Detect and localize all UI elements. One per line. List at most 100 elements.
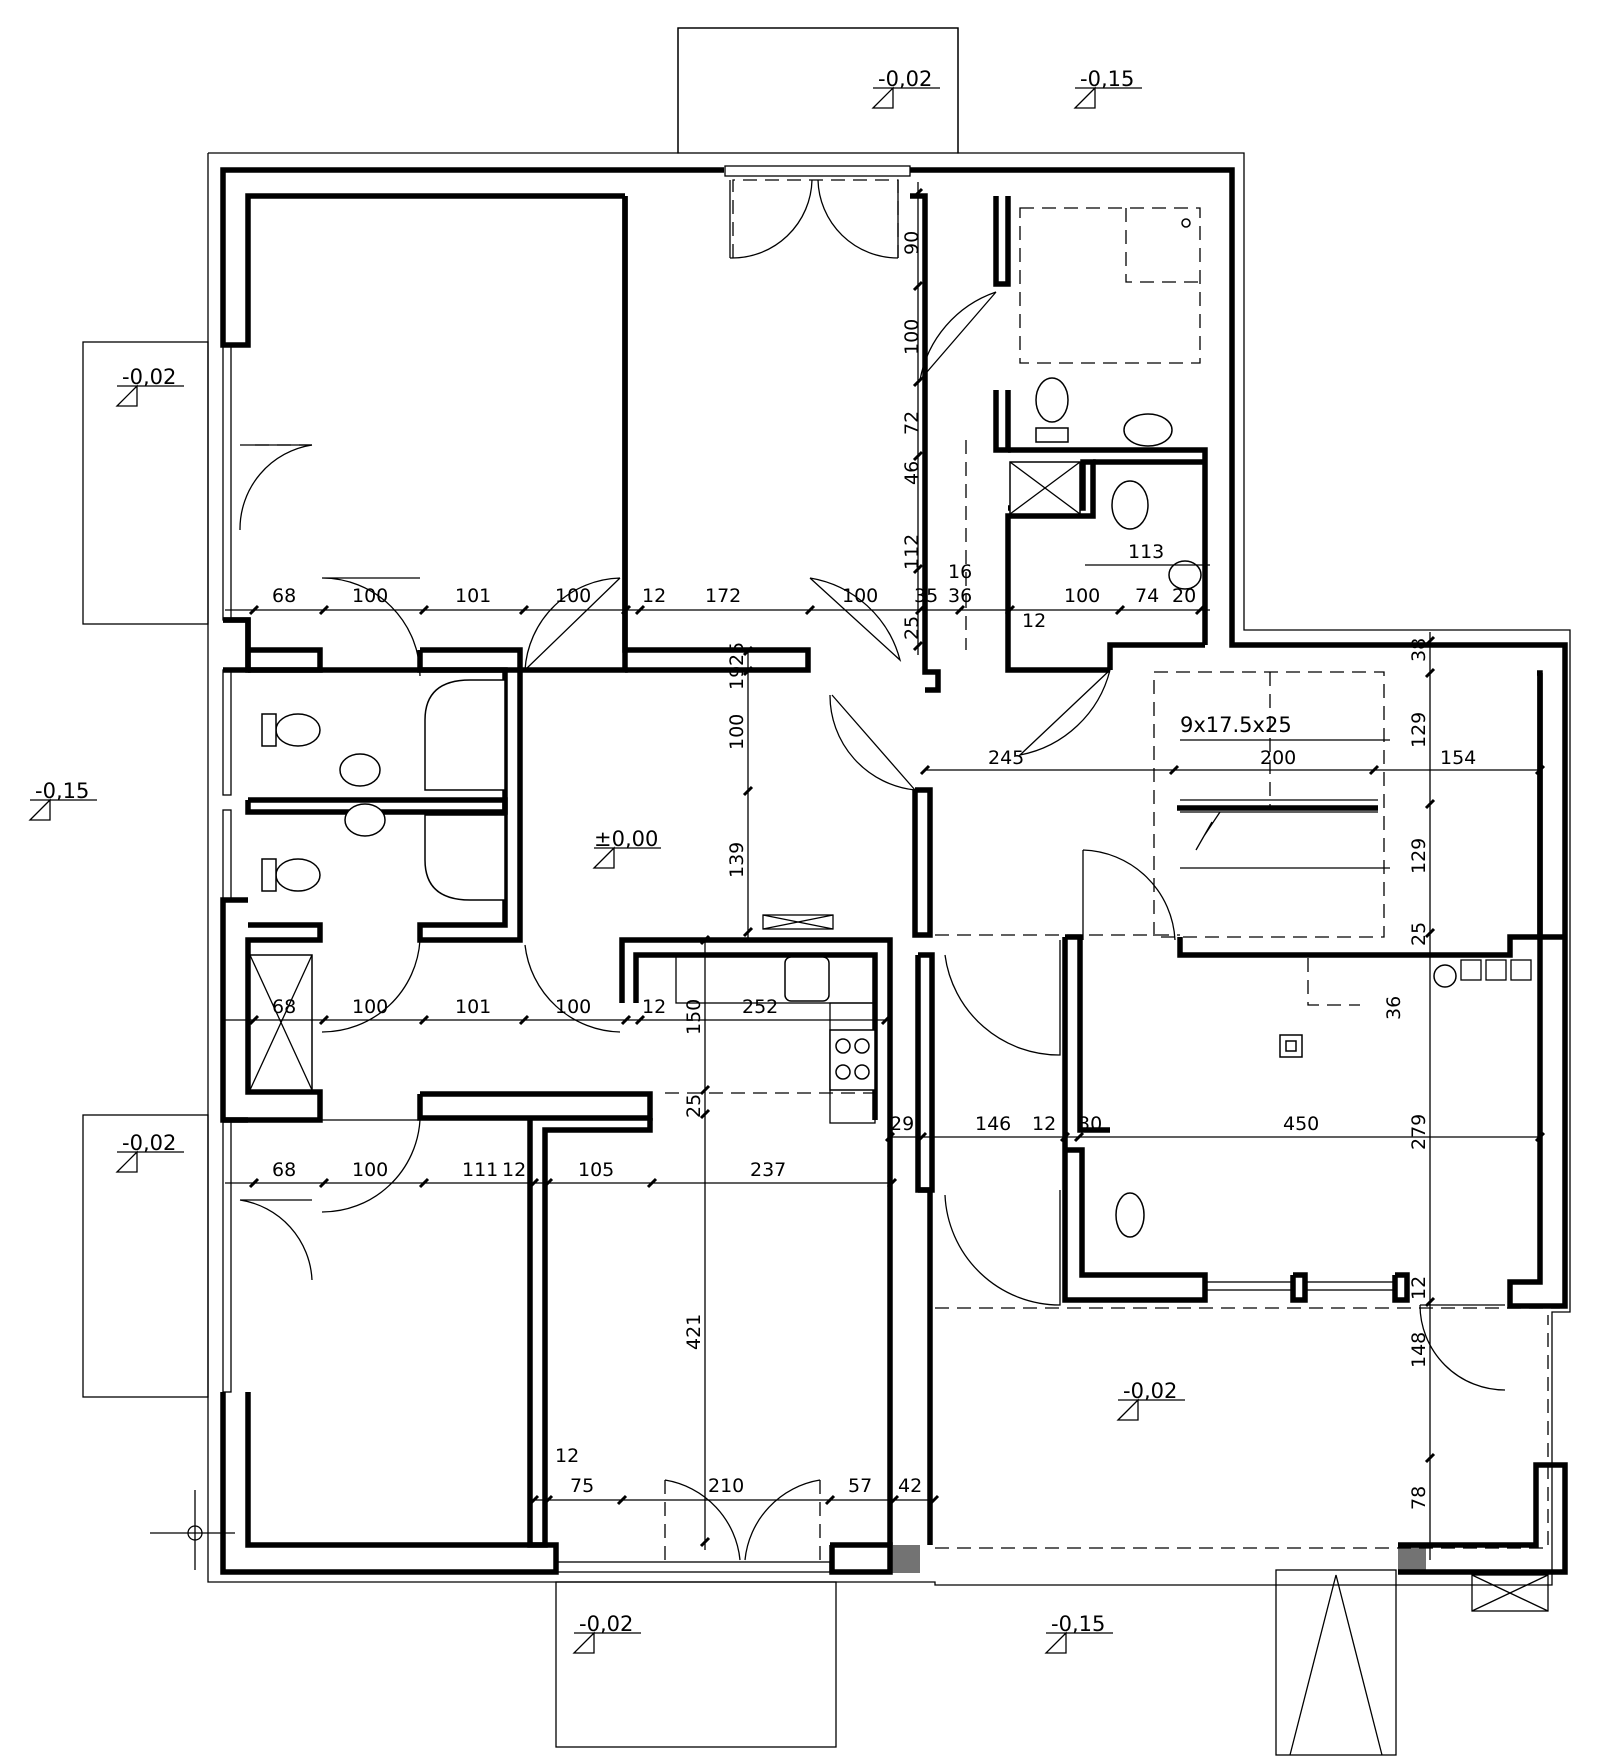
wall-south-east	[1398, 1462, 1568, 1575]
windows	[222, 165, 1396, 1573]
dim-r2-5: 252	[742, 996, 778, 1018]
wall-bath-south	[1008, 447, 1208, 645]
door-hall-east	[1017, 669, 1111, 757]
dim-r4-3: 12	[502, 1159, 526, 1181]
basin-2	[1168, 560, 1202, 590]
door-south	[664, 1479, 821, 1561]
dim-r5-1: 75	[570, 1475, 594, 1497]
dimension-lines	[225, 182, 1540, 1560]
door-room1	[321, 577, 421, 677]
dim-r1-3: 100	[555, 585, 591, 607]
dim-ve-2: 148	[1408, 1332, 1430, 1368]
door-room2	[809, 577, 902, 662]
chimney-hatched-2	[1398, 1545, 1426, 1573]
window-west-1	[222, 344, 232, 621]
toilet-4	[275, 858, 321, 892]
level-markers: -0,02 -0,15 -0,02 -0,15 ±0,00 -0,02 -0,0…	[28, 67, 1185, 1654]
wall-room-south-div	[527, 1118, 653, 1548]
door-east-entry	[1419, 1304, 1506, 1391]
wall-north-left	[220, 167, 724, 348]
level-north-1: -0,02	[878, 67, 932, 91]
toilet-2	[1111, 480, 1149, 530]
dim-r1-1: 100	[352, 585, 388, 607]
ticks-row2	[248, 1014, 892, 1026]
window-west-2	[222, 669, 232, 796]
dim-r1-6: 100	[842, 585, 878, 607]
level-main-floor: ±0,00	[594, 827, 658, 851]
door-stair	[1082, 849, 1176, 941]
terrace-west-upper	[82, 341, 209, 625]
dim-r1e-2: 113	[1128, 541, 1164, 563]
door-terrace-west-2	[239, 1199, 313, 1281]
dim-va-1: 100	[901, 319, 923, 355]
terrace-south	[555, 1581, 837, 1748]
dim-hall-0: 245	[988, 747, 1024, 769]
dash-south-walk	[935, 1315, 1549, 1549]
wall-window-piers	[1290, 1272, 1308, 1303]
toilet-1	[1035, 377, 1069, 423]
dim-hall-1: 200	[1260, 747, 1296, 769]
dim-r1-0: 68	[272, 585, 296, 607]
terrace-west-lower	[82, 1114, 209, 1398]
dim-vb-2: 100	[726, 714, 748, 750]
level-north-2: -0,15	[1080, 67, 1134, 91]
dim-r2-4: 12	[642, 996, 666, 1018]
window-north-door	[724, 165, 911, 177]
dim-r2-3: 100	[555, 996, 591, 1018]
dim-r5-0: 12	[555, 1445, 579, 1467]
level-mark-south-1	[572, 1631, 641, 1654]
shower-x2	[1009, 461, 1081, 515]
door-bath-lower-2	[524, 944, 621, 1033]
wall-room-east-top	[1065, 934, 1110, 1133]
vent-box	[762, 914, 834, 930]
wall-east-upper	[1537, 673, 1565, 940]
door-corridor	[829, 694, 917, 791]
wall-south-west	[220, 1392, 559, 1575]
level-mark-west-1	[115, 384, 184, 407]
level-mark-west-3	[115, 1150, 184, 1173]
doors	[239, 179, 1506, 1561]
dim-r1-7: 35	[914, 585, 938, 607]
toilet-4-tank	[261, 858, 277, 892]
wall-south-mid	[829, 1542, 893, 1575]
dim-va-0: 90	[901, 231, 923, 255]
dim-vb-1: 25	[726, 642, 748, 666]
window-east-room-2	[1304, 1281, 1396, 1291]
dim-ve-1: 12	[1408, 1276, 1430, 1300]
hob-ring-2	[854, 1038, 870, 1054]
wall-bath-west	[993, 196, 1011, 287]
dim-ve-0: 279	[1408, 1114, 1430, 1150]
chimney-2	[1485, 959, 1507, 981]
door-south-dashed	[664, 1480, 821, 1560]
window-east-room	[1204, 1281, 1294, 1291]
chimney-box-outside	[1471, 1574, 1549, 1612]
stair-spec-label: 9x17.5x25	[1180, 713, 1292, 737]
terrace-north	[677, 27, 959, 154]
drain	[1181, 218, 1191, 228]
dim-r4-0: 68	[272, 1159, 296, 1181]
dim-vb-3: 139	[726, 842, 748, 878]
dim-hall-2: 154	[1440, 747, 1476, 769]
door-north-right	[817, 179, 899, 259]
door-hall-1	[944, 940, 1061, 1056]
dim-ve-3: 78	[1408, 1486, 1430, 1510]
dim-vd-0: 38	[1408, 638, 1430, 662]
bathtub-2	[424, 814, 506, 901]
dim-r3-1: 146	[975, 1113, 1011, 1135]
wall-bath1-top	[417, 647, 523, 943]
chimney-hatched-1	[892, 1545, 920, 1573]
ticks-col	[699, 187, 1436, 1548]
dim-r3-3: 30	[1078, 1113, 1102, 1135]
dim-r1-11: 20	[1172, 585, 1196, 607]
wall-hall-east-2	[915, 952, 935, 1193]
level-mark-west-2	[28, 798, 97, 821]
dim-vc-1: 25	[683, 1094, 705, 1118]
toilet-3	[275, 713, 321, 747]
ticks-row4	[248, 1177, 898, 1189]
shower-2-x2	[249, 954, 313, 1091]
hob-ring-4	[854, 1064, 870, 1080]
wall-cloak-upper	[223, 617, 323, 673]
wall-shower-box	[1005, 459, 1110, 673]
dash-north-door	[732, 179, 899, 258]
level-mark-south-2	[1044, 1631, 1113, 1654]
